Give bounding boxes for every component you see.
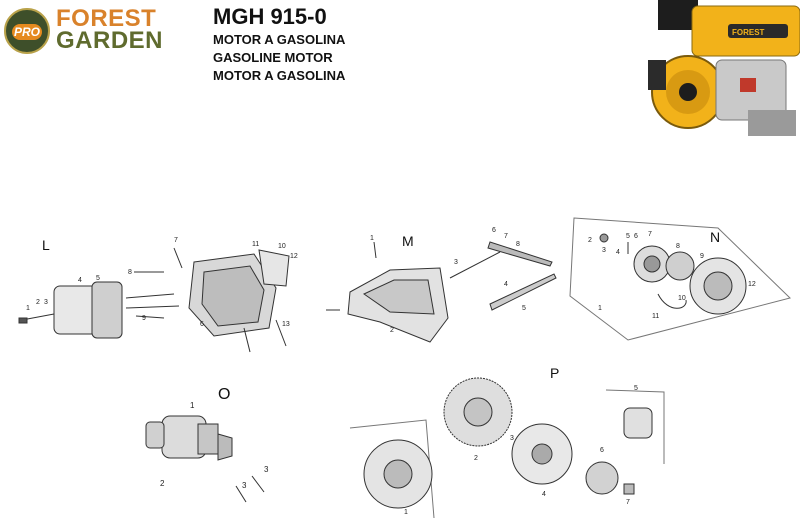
- logo-word-forest: FOREST: [56, 5, 157, 32]
- diagram-electric-starter: 1 2 3 3: [145, 401, 269, 503]
- callout-l-4: 4: [78, 277, 82, 284]
- callout-m-3: 3: [454, 259, 458, 266]
- section-label-n: N: [710, 229, 721, 245]
- callout-p-5: 5: [634, 385, 638, 392]
- callout-l-9: 9: [142, 315, 146, 322]
- engine-photo-icon: FOREST: [648, 0, 800, 136]
- logo-word-garden: GARDEN: [56, 27, 164, 54]
- callout-p-4: 4: [542, 491, 546, 498]
- subtitle-es: MOTOR A GASOLINA: [213, 32, 346, 47]
- callout-l-2: 2: [36, 299, 40, 306]
- callout-m-1: 1: [370, 235, 374, 242]
- callout-p-6: 6: [600, 447, 604, 454]
- callout-m-2: 2: [390, 327, 394, 334]
- diagram-throttle-linkage: 1 2 3 4 5 6 7 8: [326, 227, 557, 343]
- callout-l-1: 1: [26, 305, 30, 312]
- callout-o-3b: 3: [242, 481, 247, 490]
- section-label-l: L: [42, 237, 50, 253]
- logo-badge-icon: PRO: [4, 8, 50, 54]
- subtitle-en: GASOLINE MOTOR: [213, 50, 333, 65]
- logo-badge-label: PRO: [12, 24, 42, 40]
- callout-m-6: 6: [492, 227, 496, 234]
- callout-n-4: 4: [616, 249, 620, 256]
- callout-n-8: 8: [676, 243, 680, 250]
- callout-p-1: 1: [404, 509, 408, 516]
- diagram-flywheel: 1 2 3 4 5 6 7: [349, 377, 665, 518]
- brand-logo: PRO FOREST GARDEN: [4, 5, 194, 54]
- callout-l-11: 11: [252, 241, 259, 248]
- callout-o-2: 2: [160, 479, 165, 488]
- callout-l-10: 10: [278, 243, 286, 250]
- callout-n-6: 6: [634, 233, 638, 240]
- callout-n-5: 5: [626, 233, 630, 240]
- callout-n-10: 10: [678, 295, 686, 302]
- callout-n-11: 11: [652, 313, 659, 320]
- section-label-m: M: [402, 233, 414, 249]
- callout-p-7: 7: [626, 499, 630, 506]
- callout-m-8: 8: [516, 241, 520, 248]
- model-title: MGH 915-0: [213, 4, 327, 29]
- section-label-p: P: [550, 365, 560, 381]
- callout-n-2: 2: [588, 237, 592, 244]
- subtitle-pt: MOTOR A GASOLINA: [213, 68, 346, 83]
- callout-n-1: 1: [598, 305, 602, 312]
- callout-l-12: 12: [290, 253, 298, 260]
- callout-l-7: 7: [174, 237, 178, 244]
- callout-l-13: 13: [282, 321, 290, 328]
- callout-o-3a: 3: [264, 465, 269, 474]
- callout-p-3: 3: [510, 435, 514, 442]
- callout-m-7: 7: [504, 233, 508, 240]
- callout-l-8: 8: [128, 269, 132, 276]
- callout-l-5: 5: [96, 275, 100, 282]
- diagram-cylinder-head: 1 2 3 4 5 6 7 8 9 10 11 12 13: [18, 237, 298, 353]
- callout-n-9: 9: [700, 253, 704, 260]
- callout-p-2: 2: [474, 455, 478, 462]
- svg-text:FOREST: FOREST: [732, 28, 765, 37]
- callout-m-5: 5: [522, 305, 526, 312]
- callout-n-3: 3: [602, 247, 606, 254]
- callout-l-6: 6: [200, 321, 204, 328]
- callout-l-3: 3: [44, 299, 48, 306]
- callout-m-4: 4: [504, 281, 508, 288]
- callout-o-1: 1: [190, 401, 195, 410]
- callout-n-12: 12: [748, 281, 756, 288]
- callout-n-7: 7: [648, 231, 652, 238]
- diagram-recoil-starter: 1 2 3 4 5 6 7 8 9 10 11 12: [569, 217, 791, 341]
- section-label-o: O: [218, 386, 231, 403]
